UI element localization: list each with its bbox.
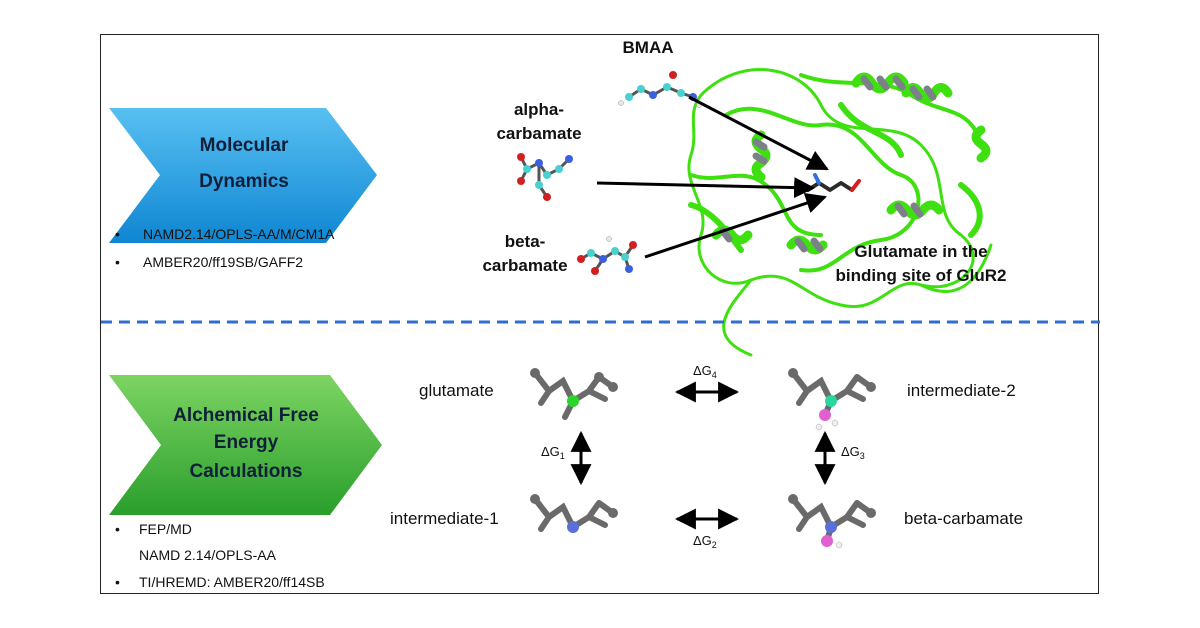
state-label-intermediate-1: intermediate-1	[390, 509, 499, 528]
intermediate-2-structure-image	[788, 368, 876, 431]
alchemical-chevron: Alchemical Free Energy Calculations	[109, 375, 382, 515]
ti-bullet: TI/HREMD: AMBER20/ff14SB	[139, 574, 325, 590]
alpha-carbamate-label-line1: alpha-	[514, 100, 564, 119]
alchemical-method-list: • FEP/MD NAMD 2.14/OPLS-AA • TI/HREMD: A…	[115, 521, 325, 590]
md-bullet-1: NAMD2.14/OPLS-AA/M/CM1A	[143, 226, 335, 242]
cycle-arrows	[570, 381, 836, 530]
glutamate-structure-image	[530, 368, 618, 420]
dg2-label: ΔG2	[693, 533, 717, 550]
beta-carbamate-arrow	[644, 193, 827, 259]
protein-caption-line1: Glutamate in the	[854, 242, 987, 261]
dg3-label: ΔG3	[841, 444, 865, 461]
beta-carbamate-label-line2: carbamate	[482, 256, 567, 275]
binding-arrows	[596, 95, 829, 259]
alchemical-chevron-line3: Calculations	[190, 461, 303, 482]
protein-caption-line2: binding site of GluR2	[836, 266, 1007, 285]
intermediate-1-structure-image	[530, 494, 618, 533]
protein-ribbon-image	[687, 68, 993, 357]
alchemical-chevron-line2: Energy	[214, 432, 279, 453]
md-bullet-marker-2: •	[115, 254, 120, 270]
md-software-list: • NAMD2.14/OPLS-AA/M/CM1A • AMBER20/ff19…	[115, 226, 335, 270]
bmaa-molecule-image	[618, 71, 702, 108]
beta-carbamate-molecule-image	[577, 236, 637, 275]
md-chevron: Molecular Dynamics	[109, 108, 377, 243]
bmaa-label: BMAA	[623, 38, 674, 57]
bmaa-arrow	[688, 95, 829, 171]
figure-frame: Molecular Dynamics • NAMD2.14/OPLS-AA/M/…	[100, 34, 1100, 594]
state-label-beta-carbamate: beta-carbamate	[904, 509, 1023, 528]
beta-carbamate-label-line1: beta-	[505, 232, 546, 251]
dg4-label: ΔG4	[693, 363, 717, 380]
md-chevron-line1: Molecular	[200, 135, 289, 156]
md-bullet-2: AMBER20/ff19SB/GAFF2	[143, 254, 303, 270]
beta-carbamate-structure-image	[788, 494, 876, 549]
fep-bullet: FEP/MD	[139, 521, 192, 537]
ti-bullet-marker: •	[115, 574, 120, 590]
alpha-carbamate-label-line2: carbamate	[496, 124, 581, 143]
alchemical-chevron-line1: Alchemical Free	[173, 405, 319, 426]
state-label-glutamate: glutamate	[419, 381, 494, 400]
alpha-carbamate-molecule-image	[517, 153, 573, 201]
figure-canvas: Molecular Dynamics • NAMD2.14/OPLS-AA/M/…	[101, 38, 1100, 590]
fep-software: NAMD 2.14/OPLS-AA	[139, 547, 277, 563]
md-bullet-marker-1: •	[115, 226, 120, 242]
alpha-carbamate-arrow	[596, 177, 816, 199]
fep-bullet-marker: •	[115, 521, 120, 537]
dg1-label: ΔG1	[541, 444, 565, 461]
md-chevron-line2: Dynamics	[199, 171, 289, 192]
state-label-intermediate-2: intermediate-2	[907, 381, 1016, 400]
